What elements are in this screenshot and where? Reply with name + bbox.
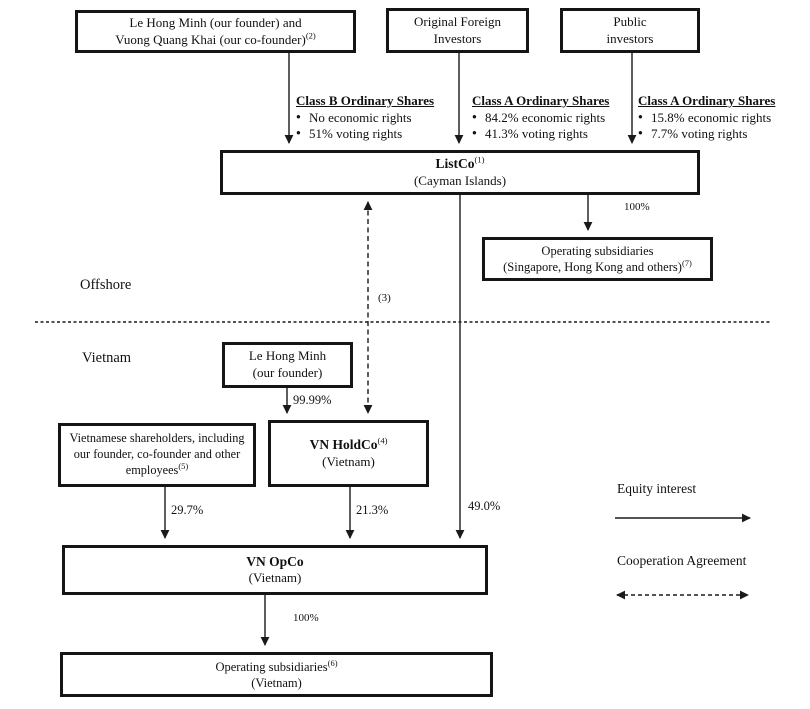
foreign-investors-line2: Investors bbox=[433, 30, 482, 46]
footnote-7: (7) bbox=[681, 257, 692, 268]
class-a-1-bullet-1: 84.2% economic rights bbox=[472, 110, 640, 125]
class-b-bullet-1: No economic rights bbox=[296, 110, 474, 125]
class-a-2-title: Class A Ordinary Shares bbox=[638, 93, 776, 108]
founders-line2: Vuong Quang Khai (our co-founder)(2) bbox=[115, 30, 316, 47]
class-a-1-bullet-2: 41.3% voting rights bbox=[472, 126, 640, 141]
public-investors-line2: investors bbox=[606, 30, 654, 46]
public-investors-line1: Public bbox=[613, 13, 647, 29]
vn-opco-name: VN OpCo bbox=[246, 554, 304, 570]
offshore-region-label: Offshore bbox=[80, 277, 132, 293]
offshore-subs-box: Operating subsidiaries (Singapore, Hong … bbox=[482, 237, 713, 281]
edge-label-100-offshore: 100% bbox=[624, 201, 650, 213]
vn-shareholders-line2: our founder, co-founder and other bbox=[73, 447, 241, 462]
class-b-annotation: Class B Ordinary Shares No economic righ… bbox=[296, 93, 474, 141]
offshore-subs-line2: (Singapore, Hong Kong and others)(7) bbox=[503, 257, 692, 274]
edge-label-297: 29.7% bbox=[171, 503, 204, 517]
vn-subs-box: Operating subsidiaries(6) (Vietnam) bbox=[60, 652, 493, 697]
footnote-2: (2) bbox=[305, 30, 316, 41]
offshore-subs-line1: Operating subsidiaries bbox=[541, 244, 654, 258]
class-a-2-bullet-2: 7.7% voting rights bbox=[638, 126, 810, 141]
legend-equity-label: Equity interest bbox=[617, 481, 697, 496]
vn-opco-box: VN OpCo (Vietnam) bbox=[62, 545, 488, 595]
class-b-title: Class B Ordinary Shares bbox=[296, 93, 435, 108]
listco-name: ListCo(1) bbox=[435, 155, 485, 172]
vn-shareholders-line1: Vietnamese shareholders, including bbox=[69, 431, 245, 446]
vn-opco-location: (Vietnam) bbox=[248, 570, 302, 586]
footnote-1: (1) bbox=[474, 155, 485, 166]
edge-label-100-vn: 100% bbox=[293, 612, 319, 624]
vn-shareholders-box: Vietnamese shareholders, including our f… bbox=[58, 423, 256, 487]
founder-vn-line2: (our founder) bbox=[252, 365, 323, 380]
foreign-investors-line1: Original Foreign bbox=[413, 13, 501, 29]
class-a-annotation-1: Class A Ordinary Shares 84.2% economic r… bbox=[472, 93, 640, 141]
public-investors-box: Public investors bbox=[560, 8, 700, 53]
vietnam-region-label: Vietnam bbox=[82, 350, 132, 366]
footnote-5: (5) bbox=[178, 460, 189, 471]
legend-cooperation-label: Cooperation Agreement bbox=[617, 553, 747, 568]
listco-box: ListCo(1) (Cayman Islands) bbox=[220, 150, 700, 195]
founder-vn-line1: Le Hong Minh bbox=[248, 348, 327, 364]
vn-holdco-name: VN HoldCo(4) bbox=[309, 436, 388, 453]
listco-location: (Cayman Islands) bbox=[413, 173, 507, 188]
class-a-annotation-2: Class A Ordinary Shares 15.8% economic r… bbox=[638, 93, 810, 141]
edge-label-213: 21.3% bbox=[356, 503, 389, 517]
edge-label-footnote-3: (3) bbox=[378, 292, 391, 304]
footnote-6: (6) bbox=[327, 657, 338, 668]
founders-line1: Le Hong Minh (our founder) and bbox=[129, 14, 302, 30]
class-a-1-title: Class A Ordinary Shares bbox=[472, 93, 610, 108]
footnote-4: (4) bbox=[377, 436, 388, 447]
vn-subs-line1: Operating subsidiaries(6) bbox=[215, 657, 338, 674]
class-a-2-bullet-1: 15.8% economic rights bbox=[638, 110, 810, 125]
vn-shareholders-line3: employees(5) bbox=[125, 460, 189, 477]
vn-subs-line2: (Vietnam) bbox=[251, 675, 302, 690]
edge-label-9999: 99.99% bbox=[293, 393, 332, 407]
class-b-bullet-2: 51% voting rights bbox=[296, 126, 474, 141]
vn-holdco-location: (Vietnam) bbox=[322, 454, 375, 469]
foreign-investors-box: Original Foreign Investors bbox=[386, 8, 529, 53]
founders-box: Le Hong Minh (our founder) and Vuong Qua… bbox=[75, 10, 356, 53]
edge-label-490: 49.0% bbox=[468, 499, 501, 513]
founder-vn-box: Le Hong Minh (our founder) bbox=[222, 342, 353, 388]
vn-holdco-box: VN HoldCo(4) (Vietnam) bbox=[268, 420, 429, 487]
